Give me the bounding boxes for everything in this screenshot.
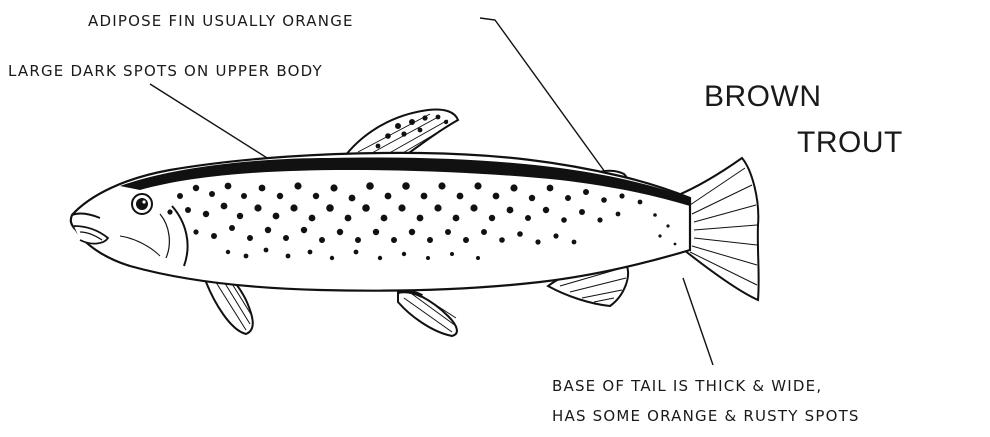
tail-leader-line	[683, 278, 713, 365]
tail-label-line-1: BASE OF TAIL IS THICK & WIDE,	[552, 377, 822, 395]
eye	[132, 194, 152, 214]
fish-body	[71, 153, 690, 291]
tail-label-line-2: HAS SOME ORANGE & RUSTY SPOTS	[552, 407, 860, 425]
trout-fish	[71, 109, 759, 336]
adipose-fin-label: ADIPOSE FIN USUALLY ORANGE	[88, 12, 354, 30]
title-line-2: TROUT	[797, 126, 903, 159]
spots-label: LARGE DARK SPOTS ON UPPER BODY	[8, 62, 323, 80]
pelvic-fin	[398, 291, 457, 336]
title-line-1: BROWN	[704, 80, 822, 113]
adipose-fin-leader-line	[480, 18, 605, 172]
